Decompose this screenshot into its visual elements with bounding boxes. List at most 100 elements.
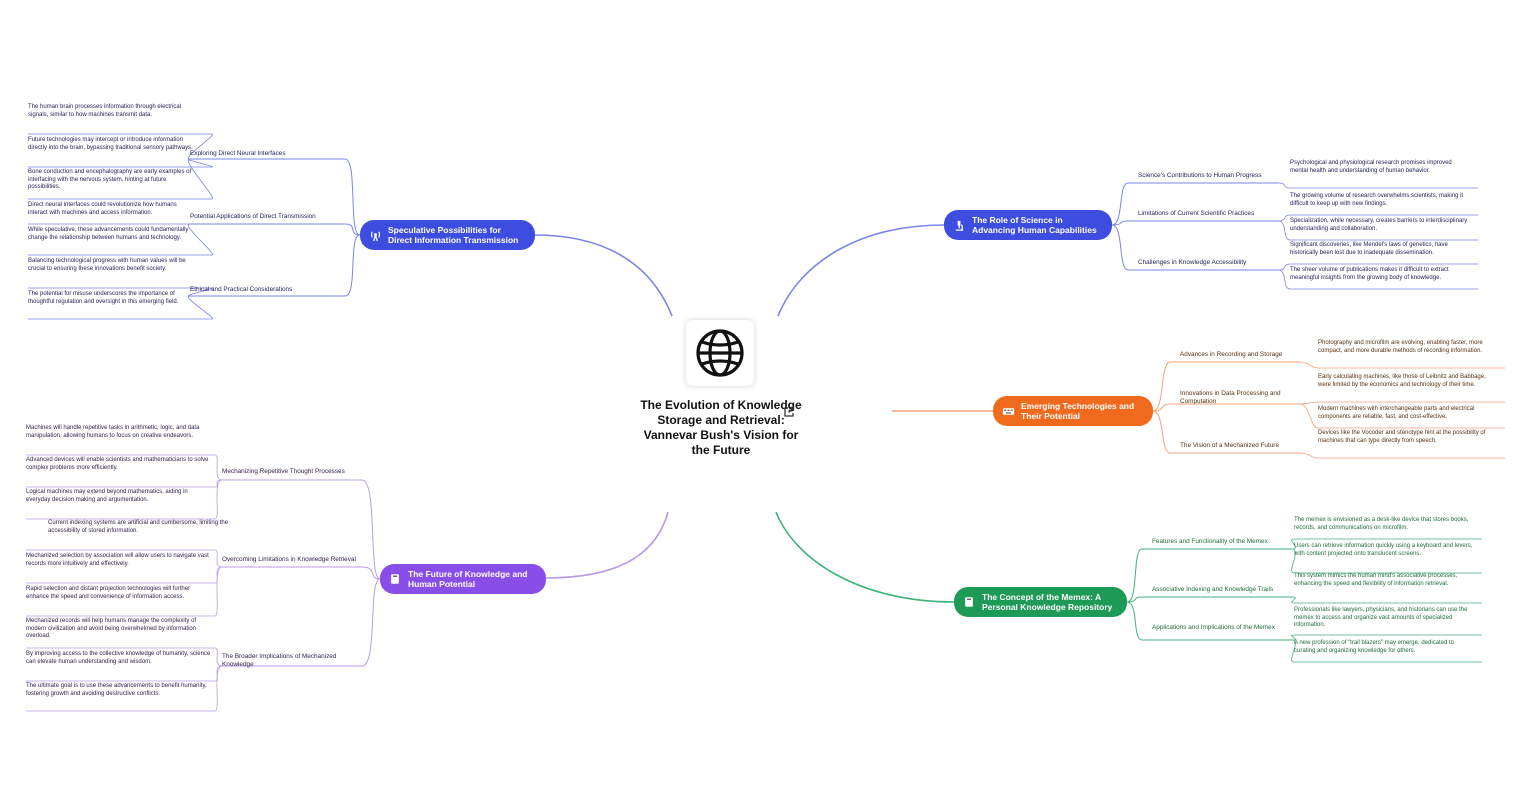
point-connector [214, 566, 223, 617]
point-text[interactable]: Early calculating machines, like those o… [1318, 374, 1486, 388]
point-text[interactable]: The human brain processes information th… [28, 104, 182, 118]
point-connector [1277, 269, 1291, 290]
subtopic-connector [1152, 361, 1171, 412]
subtopic-label[interactable]: Science's Contributions to Human Progres… [1138, 172, 1262, 179]
subtopic-label[interactable]: Challenges in Knowledge Accessibility [1138, 259, 1247, 266]
point-connector [187, 158, 213, 168]
point-connector [1299, 452, 1319, 459]
point-text[interactable]: Devices like the Vocoder and stenotype h… [1318, 430, 1486, 444]
central-topic-title[interactable]: The Evolution of Knowledge Storage and R… [640, 398, 802, 457]
branch-title: Emerging Technologies and Their Potentia… [1021, 401, 1135, 421]
point-connector [1299, 361, 1319, 369]
subtopic-label[interactable]: Associative Indexing and Knowledge Trail… [1152, 586, 1274, 593]
subtopic-label[interactable]: Advances in Recording and Storage [1180, 351, 1283, 358]
point-text[interactable]: A new profession of "trail blazers" may … [1294, 640, 1455, 654]
subtopic-connector [1152, 403, 1171, 412]
branch-node-science[interactable]: The Role of Science in Advancing Human C… [944, 210, 1112, 240]
subtopic-label[interactable]: Applications and Implications of the Mem… [1152, 624, 1275, 631]
subtopic-connector [344, 158, 361, 236]
branch-connector [777, 224, 945, 317]
branch-node-memex[interactable]: The Concept of the Memex: A Personal Kno… [954, 587, 1127, 617]
subtopic-label[interactable]: Potential Applications of Direct Transmi… [190, 213, 316, 220]
point-connector [1277, 182, 1291, 189]
point-connector [214, 454, 223, 481]
point-text[interactable]: Users can retrieve information quickly u… [1294, 543, 1473, 557]
point-connector [214, 549, 223, 568]
point-text[interactable]: Logical machines may extend beyond mathe… [26, 489, 188, 503]
point-connector [214, 479, 223, 520]
point-text[interactable]: The potential for misuse underscores the… [28, 291, 179, 305]
point-text[interactable]: The memex is envisioned as a desk-like d… [1294, 517, 1469, 531]
antenna-icon [368, 228, 382, 242]
point-text[interactable]: While speculative, these advancements co… [28, 227, 189, 241]
point-text[interactable]: Future technologies may intercept or int… [28, 137, 193, 151]
subtopic-connector [1152, 410, 1171, 454]
point-text[interactable]: The sheer volume of publications makes i… [1290, 267, 1449, 281]
point-text[interactable]: Photography and microfilm are evolving, … [1318, 340, 1483, 354]
point-text[interactable]: Mechanized records will help humans mana… [26, 618, 197, 640]
keyboard-icon [1001, 404, 1015, 418]
subtopic-label[interactable]: Exploring Direct Neural Interfaces [190, 150, 286, 157]
point-text[interactable]: By improving access to the collective kn… [26, 651, 211, 665]
subtopic-label[interactable]: Limitations of Current Scientific Practi… [1138, 210, 1255, 217]
point-text[interactable]: Bone conduction and encephalography are … [28, 169, 192, 191]
subtopic-connector [1126, 601, 1143, 641]
book-icon [388, 572, 402, 586]
subtopic-label[interactable]: The Broader Implications of Mechanized K… [222, 653, 337, 668]
point-text[interactable]: Machines will handle repetitive tasks in… [26, 425, 200, 439]
branch-title: The Future of Knowledge and Human Potent… [408, 569, 528, 589]
branch-title: Speculative Possibilities for Direct Inf… [388, 225, 519, 245]
point-connector [1291, 538, 1296, 550]
globe-icon [696, 329, 744, 377]
branch-node-emerging[interactable]: Emerging Technologies and Their Potentia… [993, 396, 1153, 426]
point-connector [187, 158, 213, 200]
point-text[interactable]: Modern machines with interchangeable par… [1318, 406, 1475, 420]
branch-title: The Role of Science in Advancing Human C… [972, 215, 1097, 235]
microscope-icon [952, 218, 966, 232]
subtopic-label[interactable]: Features and Functionality of the Memex [1152, 538, 1268, 545]
central-topic-icon[interactable] [686, 320, 754, 386]
branch-node-future[interactable]: The Future of Knowledge and Human Potent… [380, 564, 546, 594]
point-text[interactable]: Advanced devices will enable scientists … [26, 457, 209, 471]
branch-connector [534, 234, 673, 317]
point-connector [1291, 634, 1296, 641]
point-text[interactable]: This system mimics the human mind's asso… [1294, 573, 1458, 587]
point-connector [214, 647, 223, 667]
point-text[interactable]: Direct neural interfaces could revolutio… [28, 202, 177, 216]
subtopic-connector [1126, 596, 1143, 603]
point-connector [214, 665, 223, 712]
branch-node-speculative[interactable]: Speculative Possibilities for Direct Inf… [360, 220, 535, 250]
subtopic-connector [361, 479, 381, 580]
subtopic-connector [361, 566, 381, 580]
point-connector [1291, 639, 1296, 663]
point-text[interactable]: Professionals like lawyers, physicians, … [1294, 607, 1468, 629]
book-icon [962, 595, 976, 609]
branch-connector [775, 511, 955, 603]
branch-connector [545, 511, 669, 579]
point-connector [1277, 220, 1291, 241]
point-text[interactable]: Mechanized selection by association will… [26, 553, 209, 567]
subtopic-label[interactable]: Ethical and Practical Considerations [190, 286, 293, 293]
point-text[interactable]: Significant discoveries, like Mendel's l… [1290, 242, 1448, 256]
point-connector [1299, 403, 1319, 429]
point-text[interactable]: The ultimate goal is to use these advanc… [26, 683, 207, 697]
point-connector [1277, 214, 1291, 222]
point-text[interactable]: Balancing technological progress with hu… [28, 258, 186, 272]
point-text[interactable]: Specialization, while necessary, creates… [1290, 218, 1468, 232]
subtopic-label[interactable]: Mechanizing Repetitive Thought Processes [222, 468, 345, 475]
point-text[interactable]: Current indexing systems are artificial … [48, 520, 229, 534]
branch-title: The Concept of the Memex: A Personal Kno… [982, 592, 1113, 612]
subtopic-label[interactable]: Innovations in Data Processing and Compu… [1180, 390, 1281, 405]
point-text[interactable]: The growing volume of research overwhelm… [1290, 193, 1464, 207]
subtopic-label[interactable]: The Vision of a Mechanized Future [1180, 442, 1279, 449]
subtopic-connector [344, 234, 361, 297]
point-connector [1291, 596, 1296, 604]
point-text[interactable]: Psychological and physiological research… [1290, 160, 1452, 174]
point-connector [214, 566, 223, 584]
subtopic-connector [1126, 548, 1143, 603]
point-connector [187, 223, 213, 256]
point-text[interactable]: Rapid selection and distant projection t… [26, 586, 191, 600]
subtopic-label[interactable]: Overcoming Limitations in Knowledge Retr… [222, 556, 356, 563]
external-link-icon[interactable] [783, 406, 795, 418]
